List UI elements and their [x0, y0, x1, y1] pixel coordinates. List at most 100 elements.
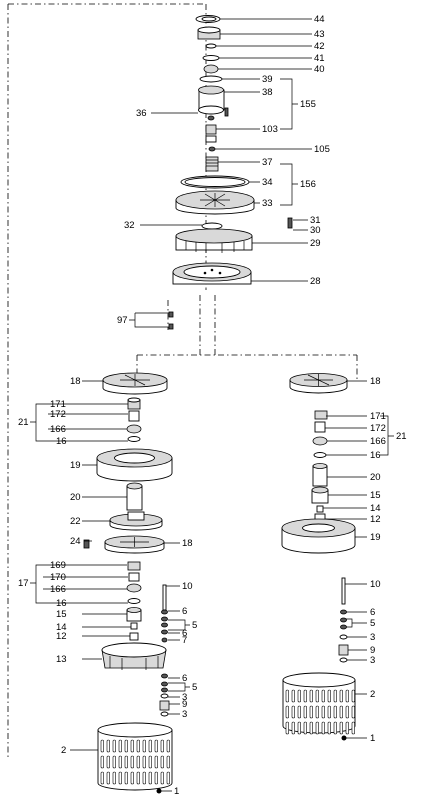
nut-40	[203, 64, 219, 74]
callout-2-right: 2	[370, 689, 375, 700]
callout-14-right: 14	[370, 503, 381, 514]
callout-5b-left: 5	[192, 682, 197, 693]
ring-3a	[160, 693, 169, 699]
strainer-slot	[339, 689, 343, 703]
strainer-slot	[315, 721, 319, 735]
callout-28: 28	[310, 276, 321, 287]
callout-39: 39	[262, 74, 273, 85]
callout-15-right: 15	[370, 490, 381, 501]
strainer-slot	[333, 721, 337, 735]
callout-155: 155	[300, 99, 316, 110]
screw	[224, 107, 229, 117]
washer-42	[205, 43, 217, 49]
strainer-slot	[297, 721, 301, 735]
strainer-slot	[309, 689, 313, 703]
callout-21-right: 21	[396, 431, 407, 442]
callout-43: 43	[314, 29, 325, 40]
nut-14	[130, 622, 138, 630]
strainer-slot	[285, 721, 289, 735]
frame-lines	[7, 3, 358, 760]
strainer-slot	[154, 739, 158, 753]
bolt-31	[287, 217, 293, 229]
callout-6c-left: 6	[182, 673, 187, 684]
ring-166b	[126, 583, 142, 593]
nut-14r	[316, 505, 324, 513]
ring-5b	[161, 681, 168, 687]
strainer-slot	[315, 705, 319, 719]
strainer-slot	[321, 721, 325, 735]
ring-3rb	[339, 657, 348, 663]
strainer-slot	[118, 755, 122, 769]
strainer-slot	[136, 771, 140, 785]
callout-40: 40	[314, 64, 325, 75]
strainer-slot	[106, 739, 110, 753]
strainer-slot	[148, 755, 152, 769]
callout-17-left: 17	[18, 578, 29, 589]
callout-1-right: 1	[370, 733, 375, 744]
strainer-slot	[154, 771, 158, 785]
strainer-slot	[285, 705, 289, 719]
callout-31: 31	[310, 215, 321, 226]
strainer-slot	[345, 721, 349, 735]
callout-6a-left: 6	[182, 606, 187, 617]
strainer-slot	[291, 705, 295, 719]
callout-103: 103	[262, 124, 278, 135]
strainer-slot	[321, 705, 325, 719]
strainer-slot	[303, 705, 307, 719]
callout-105: 105	[314, 144, 330, 155]
bush-172r	[314, 421, 326, 433]
callout-156: 156	[300, 179, 316, 190]
strainer-slot	[160, 755, 164, 769]
left-assembly	[83, 372, 173, 794]
callout-6-right: 6	[370, 607, 375, 618]
ring-16b	[127, 598, 141, 604]
strainer-slot	[106, 771, 110, 785]
callout-12-right: 12	[370, 514, 381, 525]
callout-18-left: 18	[70, 376, 81, 387]
strainer-slot	[327, 705, 331, 719]
strainer-slot	[351, 721, 355, 735]
strainer-slot	[118, 739, 122, 753]
sleeve-103	[205, 124, 217, 135]
callout-32: 32	[124, 220, 135, 231]
callout-41: 41	[314, 53, 325, 64]
strainer-slot	[166, 771, 170, 785]
callout-18b-left: 18	[182, 538, 193, 549]
strainer-slot	[112, 755, 116, 769]
strainer-slot	[124, 739, 128, 753]
right-assembly	[281, 373, 356, 741]
callout-3a-left: 3	[182, 692, 187, 703]
ring-41	[202, 55, 220, 61]
strainer-slot	[333, 689, 337, 703]
callout-21-left: 21	[18, 417, 29, 428]
strainer-slot	[303, 721, 307, 735]
ring-6a	[161, 609, 168, 615]
bolt-24	[83, 539, 90, 549]
part-12	[129, 632, 139, 641]
strainer-slot	[291, 689, 295, 703]
callout-16b-left: 16	[56, 598, 67, 609]
strainer-slot	[130, 739, 134, 753]
strainer-slot	[160, 739, 164, 753]
callout-38: 38	[262, 87, 273, 98]
ring-16	[127, 436, 141, 442]
callout-1-left: 1	[174, 786, 179, 797]
bearing-171r	[314, 410, 328, 420]
callout-9-left: 9	[182, 699, 187, 710]
ring-5a	[161, 616, 168, 622]
strainer-slot	[315, 689, 319, 703]
callout-labels: 44 43 42 41 40 39 38 155 36 103 105 37 3…	[18, 14, 407, 797]
strainer-slot	[148, 771, 152, 785]
spacer-9r	[338, 644, 349, 656]
ring-6b	[161, 629, 168, 635]
callout-15-left: 15	[56, 609, 67, 620]
callout-10-right: 10	[370, 579, 381, 590]
callout-97: 97	[117, 315, 128, 326]
strainer-slot	[166, 739, 170, 753]
strainer-slot	[327, 689, 331, 703]
strainer-slot	[112, 739, 116, 753]
ring-39	[199, 75, 223, 83]
plug-1r	[341, 735, 347, 741]
strainer-slot	[112, 771, 116, 785]
shaft-10r	[341, 577, 346, 605]
